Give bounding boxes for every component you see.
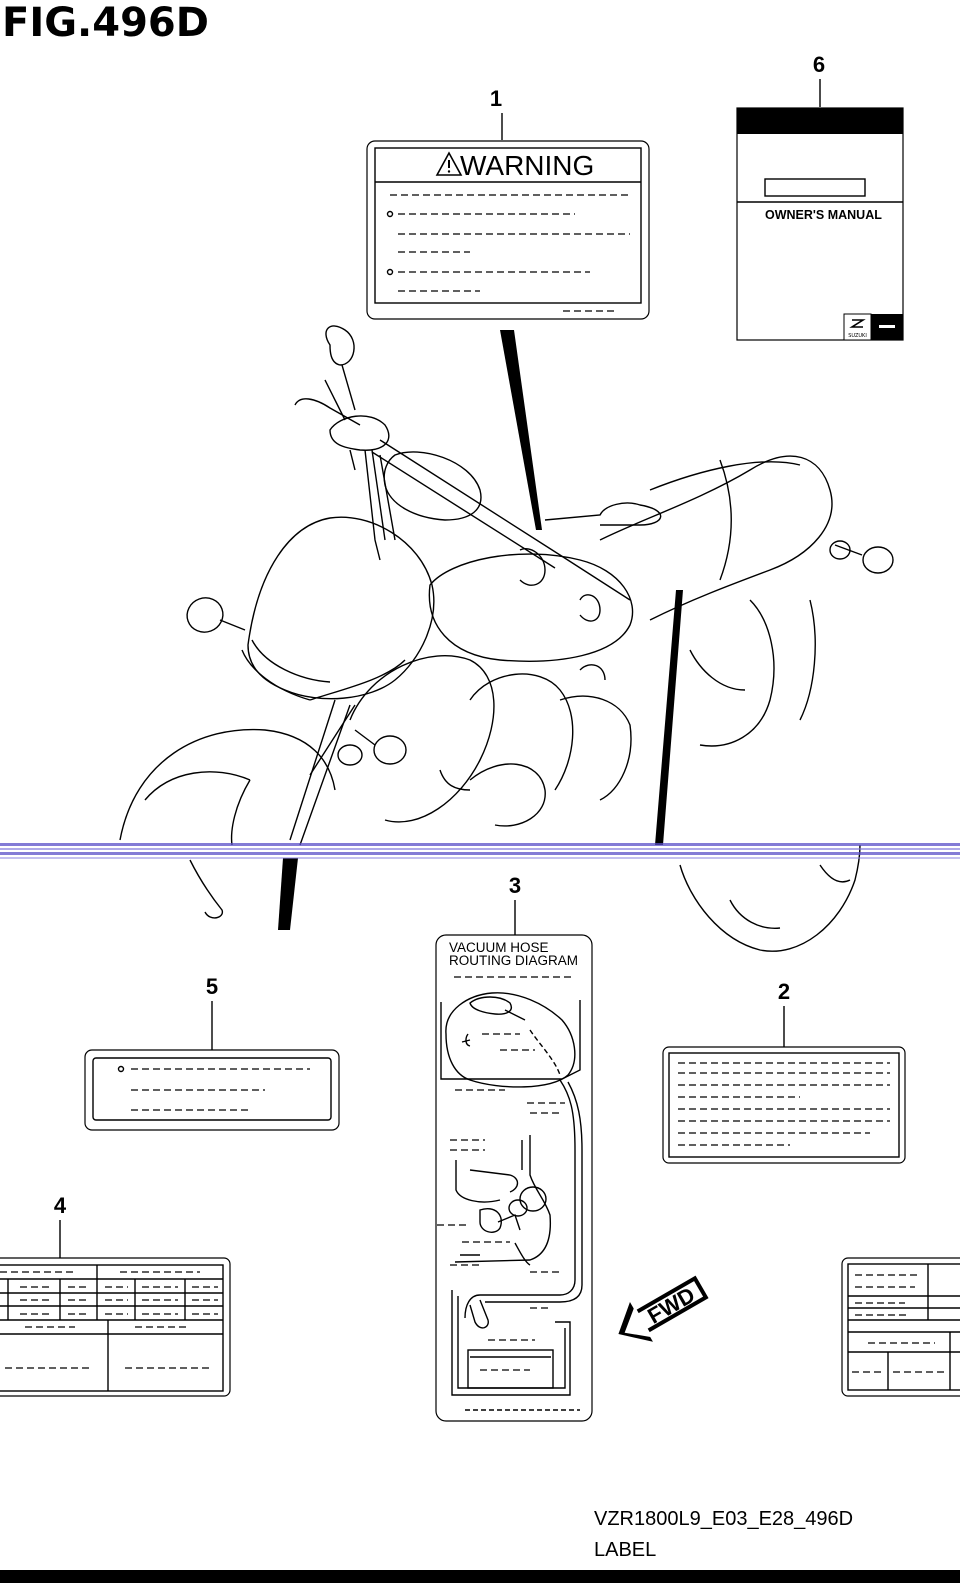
fwd-arrow-icon: FWD bbox=[618, 1275, 709, 1342]
label-5[interactable]: 5 bbox=[84, 974, 340, 1131]
label-3-vacuum-hose[interactable]: 3 VACUUM HOSE ROUTING DIAGRAM bbox=[435, 873, 593, 1422]
callout-4: 4 bbox=[54, 1193, 67, 1218]
label-4[interactable]: 4 bbox=[0, 1193, 231, 1397]
warning-triangle-icon bbox=[435, 151, 463, 176]
scan-band bbox=[0, 843, 960, 859]
leader-seat bbox=[655, 590, 683, 845]
warning-heading: WARNING bbox=[460, 150, 594, 181]
callout-5: 5 bbox=[206, 974, 218, 999]
label-right-cropped[interactable] bbox=[841, 1257, 960, 1397]
label-2[interactable]: 2 bbox=[662, 979, 906, 1164]
callout-1: 1 bbox=[490, 86, 502, 111]
callout-2: 2 bbox=[778, 979, 790, 1004]
label-6-owners-manual[interactable]: 6 OWNER'S MANUAL SUZUKI bbox=[736, 52, 904, 341]
brand-name: SUZUKI bbox=[848, 333, 867, 339]
suzuki-logo-icon: SUZUKI bbox=[843, 313, 903, 341]
footer-code: VZR1800L9_E03_E28_496D bbox=[594, 1508, 853, 1530]
motorcycle-illustration bbox=[119, 325, 894, 952]
manual-title: OWNER'S MANUAL bbox=[765, 208, 882, 222]
bottom-border bbox=[0, 1570, 960, 1583]
callout-3: 3 bbox=[509, 873, 521, 898]
footer-caption: LABEL bbox=[594, 1539, 656, 1561]
vacuum-title-line2: ROUTING DIAGRAM bbox=[449, 953, 578, 968]
leader-warning bbox=[500, 330, 542, 530]
figure-title: FIG.496D bbox=[2, 0, 209, 46]
callout-6: 6 bbox=[813, 52, 825, 77]
leader-fork bbox=[278, 858, 298, 930]
vacuum-title-line1: VACUUM HOSE bbox=[449, 940, 549, 955]
label-1-warning[interactable]: 1 WARNING bbox=[366, 86, 650, 320]
